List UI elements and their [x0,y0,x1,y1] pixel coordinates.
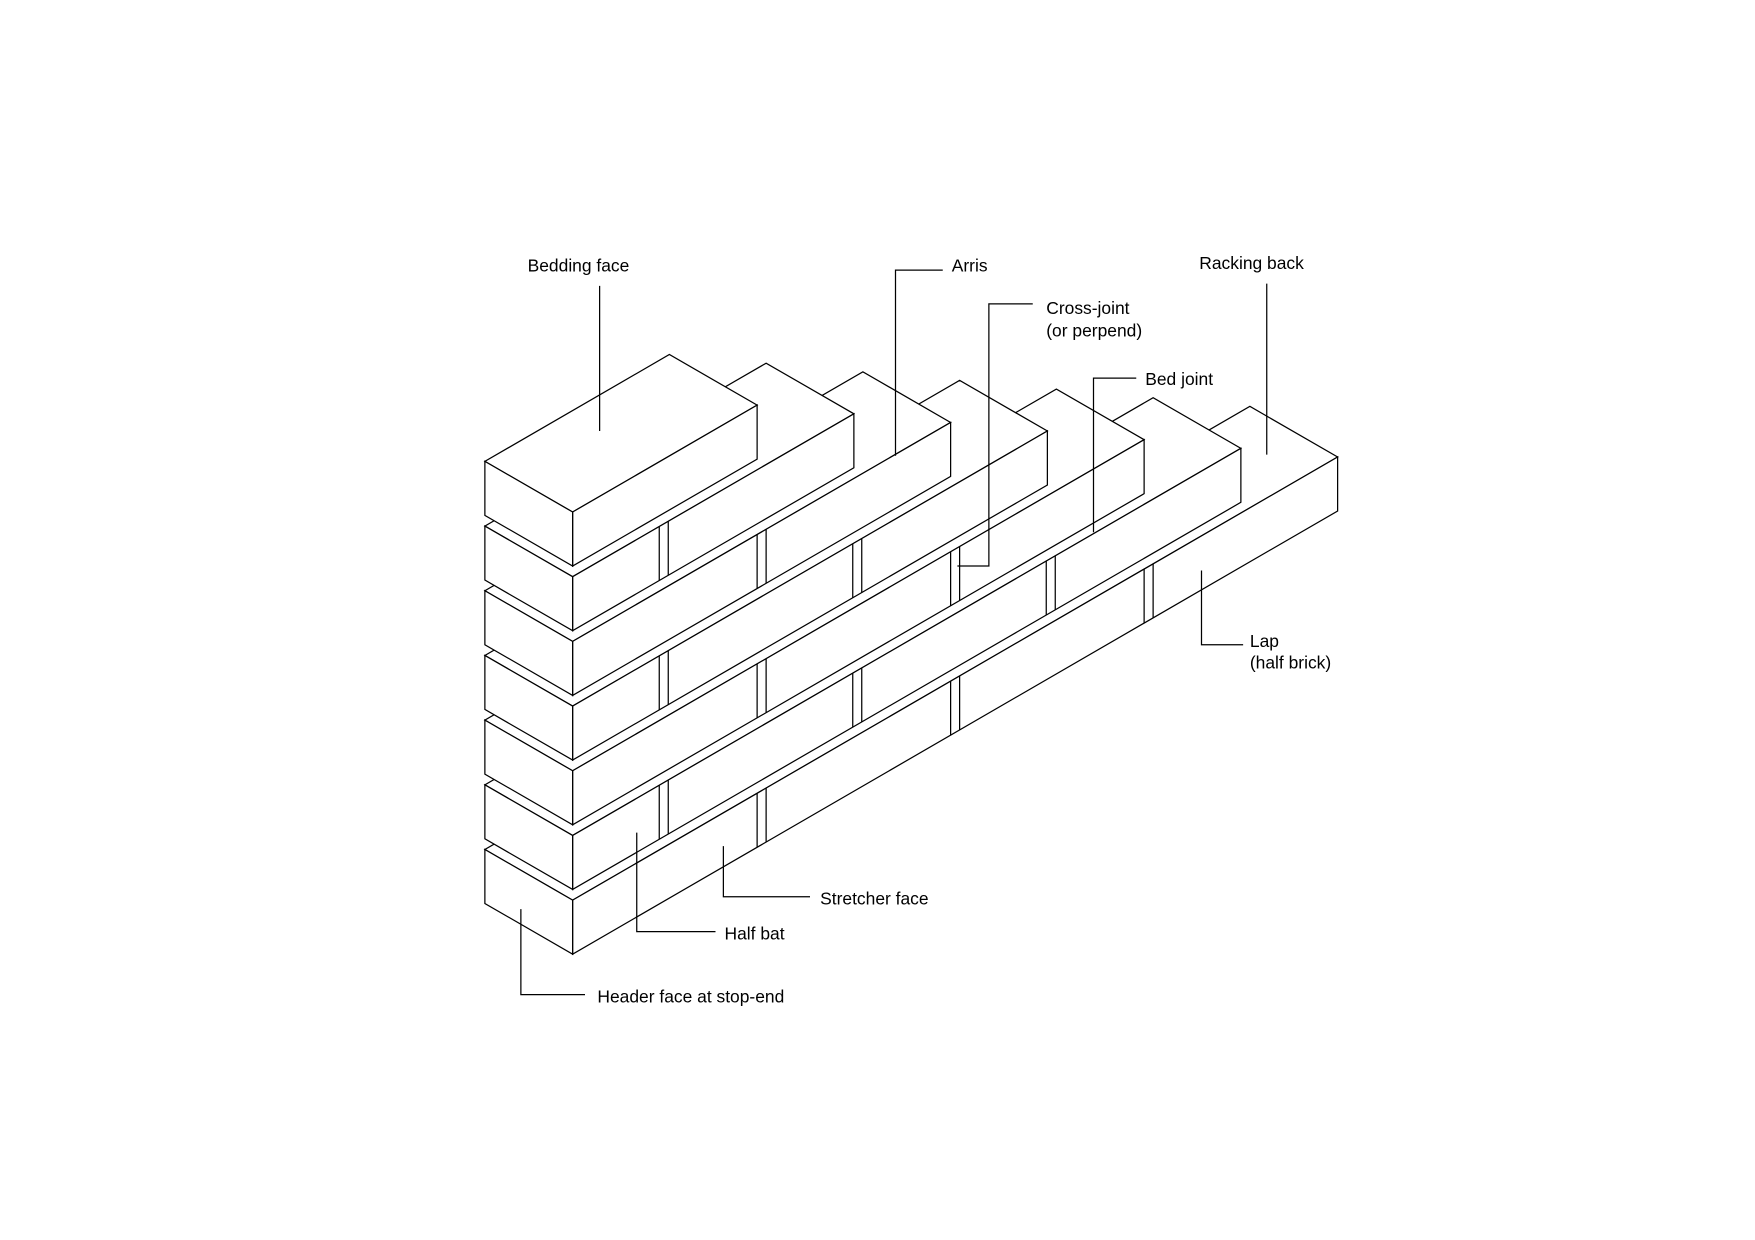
course-2-header-face [484,589,574,697]
label-lap-sub: (half brick) [1250,652,1331,672]
label-half-bat: Half bat [725,924,785,944]
course-6-header-face [484,848,574,956]
labels: Bedding face Arris Cross-joint (or perpe… [528,253,1332,1007]
leader-cross-joint [957,303,1033,567]
course-3-header-face [484,654,574,762]
course-1-header-face [484,524,574,632]
leader-half-bat [636,832,716,933]
leader-stretcher-face [722,846,810,898]
label-bedding-face: Bedding face [528,255,630,275]
course-4-header-face [484,719,574,826]
brick-wall [483,353,1339,956]
label-stretcher-face: Stretcher face [820,889,928,909]
label-cross-joint-sub: (or perpend) [1046,321,1142,341]
label-arris: Arris [952,255,988,275]
course-5-header-face [484,783,574,891]
leaders [520,269,1268,996]
label-racking-back: Racking back [1199,253,1304,273]
label-header-face: Header face at stop-end [597,987,784,1007]
course-0-header-face [484,460,574,568]
label-cross-joint: Cross-joint [1046,298,1129,318]
leader-header-face [520,909,585,996]
leader-arris [894,269,943,456]
label-bed-joint: Bed joint [1145,369,1213,389]
leader-bed-joint [1092,377,1137,533]
label-lap: Lap [1250,631,1279,651]
leader-lap [1200,570,1244,646]
